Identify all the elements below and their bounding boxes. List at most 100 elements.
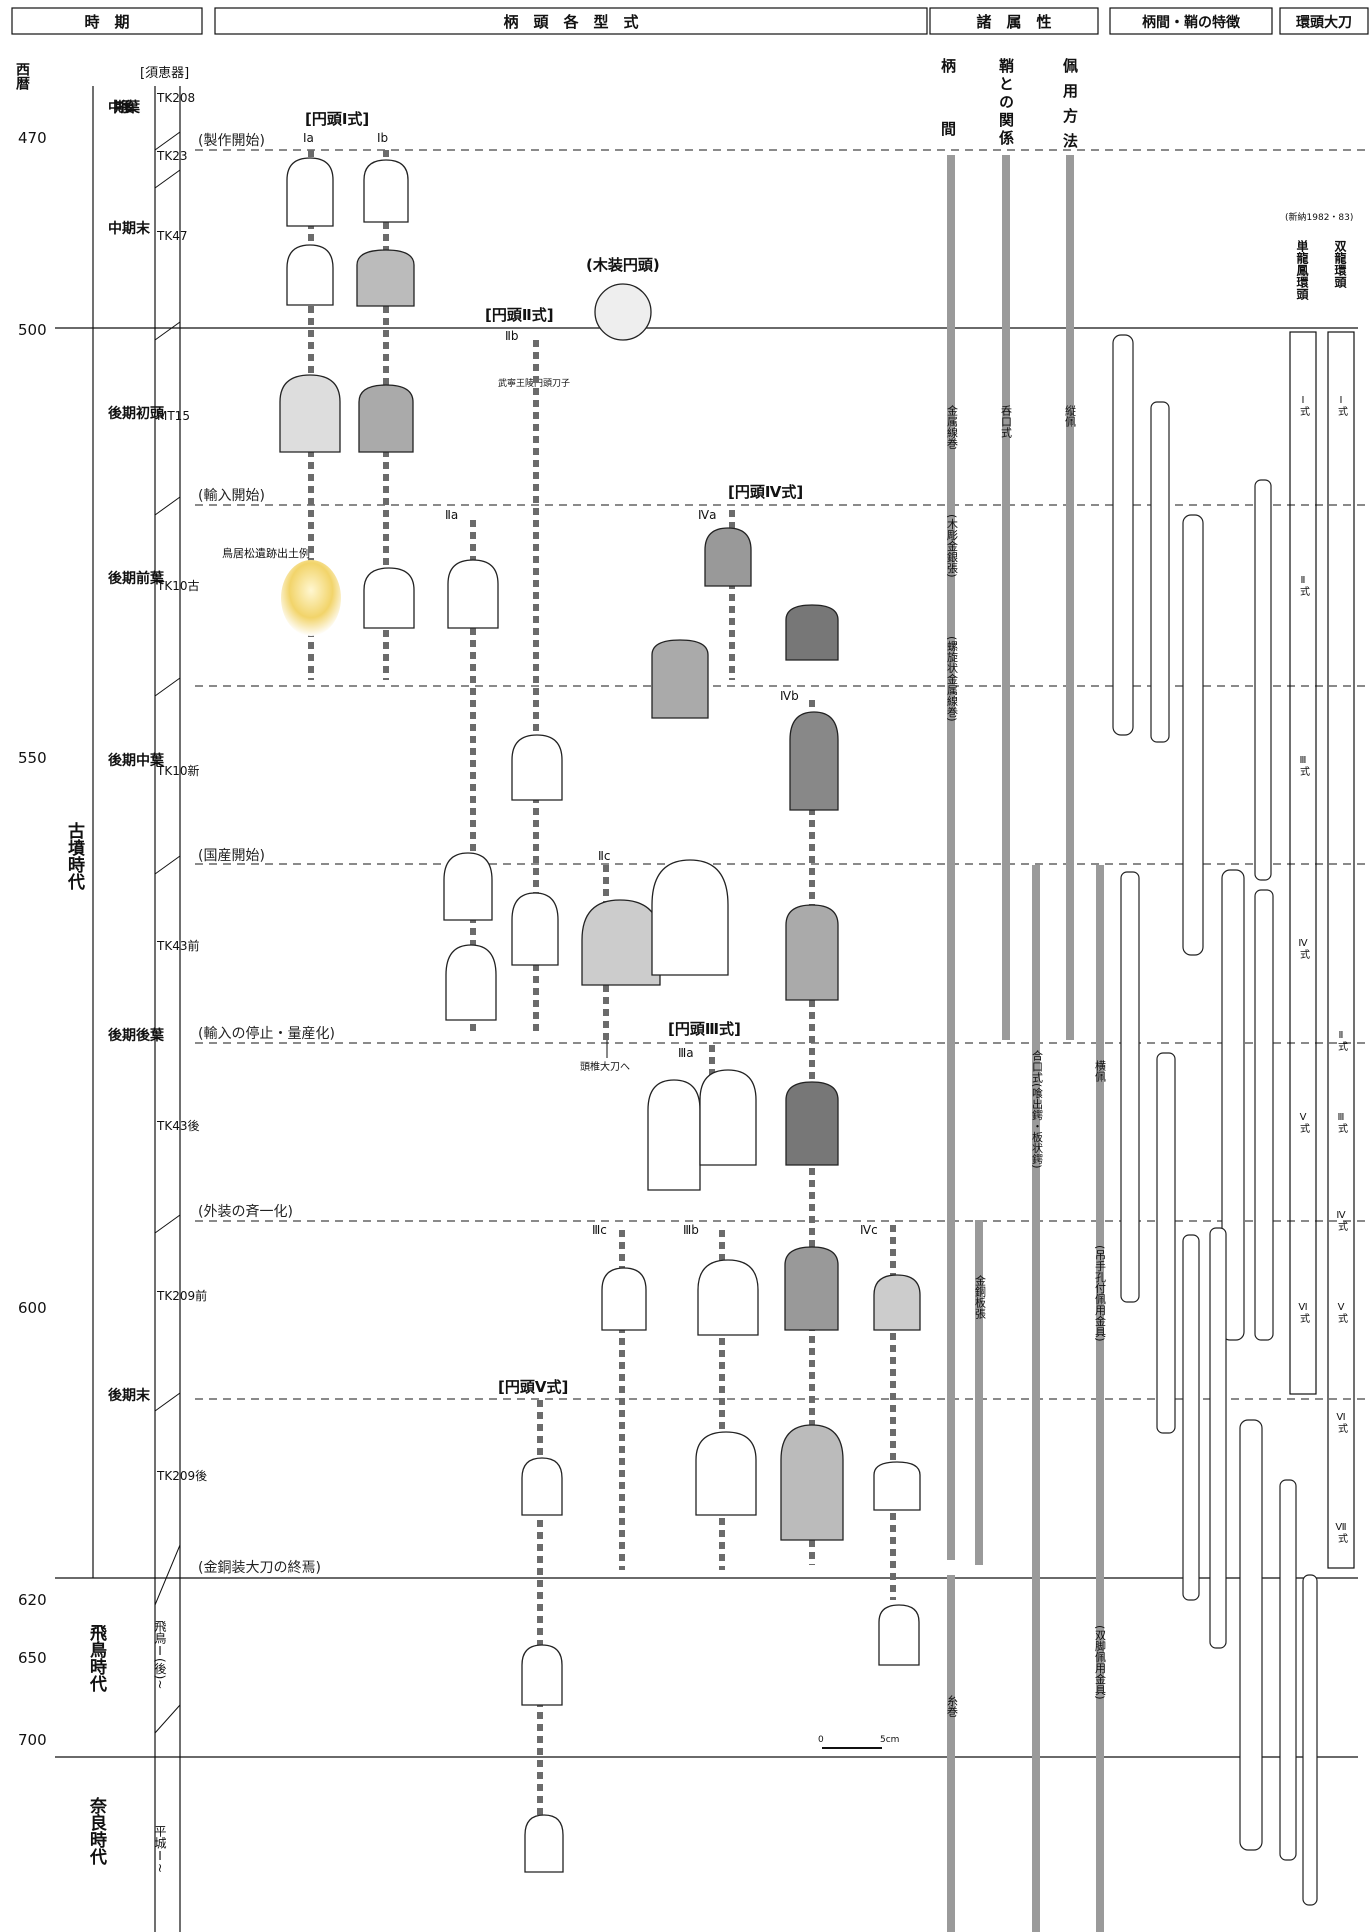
header-grip-features: 柄間・鞘の特徴 (1142, 14, 1241, 31)
note-ii-c-arrow: 頭椎大刀へ (580, 1060, 630, 1073)
era-kofun: 古墳時代 (64, 821, 86, 890)
ring-double-type: Ⅲ式 (1336, 1112, 1348, 1133)
sword-drawing (1280, 1480, 1296, 1860)
scale-zero: 0 (818, 1735, 824, 1745)
pommel-iva-3 (786, 605, 838, 660)
pommel-iiia-2 (700, 1070, 756, 1165)
pottery-phase: TK208 (156, 91, 195, 105)
year-label: 700 (18, 1731, 47, 1749)
events: (製作開始) (輸入開始) (国産開始) (輸入の停止・量産化) (外装の斉一化… (198, 133, 335, 1576)
pommel-iia-2 (444, 853, 492, 920)
ring-single-type: Ⅴ式 (1298, 1112, 1310, 1133)
ring-single-type: Ⅳ式 (1297, 938, 1309, 959)
ring-double-type: Ⅵ式 (1336, 1412, 1348, 1433)
event-label: (国産開始) (198, 848, 265, 864)
sueki-label: [須恵器] (140, 66, 189, 81)
pottery-phase: MT15 (157, 409, 190, 423)
pommel-ivc-2 (874, 1462, 920, 1510)
pottery-phase: 平城Ⅰ~ (153, 1825, 167, 1873)
pottery-phase: TK10新 (156, 763, 199, 778)
pommel-ib-3 (359, 385, 413, 452)
year-label: 470 (18, 129, 47, 147)
sword-drawing (1303, 1575, 1317, 1905)
ring-single-type: Ⅲ式 (1298, 755, 1310, 776)
ring-single-type: Ⅰ式 (1298, 395, 1310, 416)
subtype-label: Ⅰb (377, 131, 388, 145)
subtype-label: Ⅲc (592, 1223, 607, 1237)
pottery-phase: TK209後 (156, 1469, 207, 1483)
era-nara: 奈良時代 (86, 1796, 108, 1865)
scale-bar: 0 5cm (818, 1735, 899, 1748)
sword-drawing (1157, 1053, 1175, 1433)
pommel-ivc-1 (874, 1275, 920, 1330)
subtype-label: Ⅲb (683, 1223, 699, 1237)
pommel-ib-4 (364, 568, 414, 628)
subtype-label: Ⅲa (678, 1046, 694, 1060)
ring-double-types: Ⅰ式 Ⅱ式 Ⅲ式 Ⅳ式 Ⅴ式 Ⅵ式 Ⅶ式 (1335, 395, 1347, 1543)
pommel-iic-2 (652, 860, 728, 975)
year-label: 550 (18, 749, 47, 767)
ring-single-types: Ⅰ式 Ⅱ式 Ⅲ式 Ⅳ式 Ⅴ式 Ⅵ式 (1297, 395, 1309, 1323)
header-attributes: 諸 属 性 (976, 13, 1051, 31)
attr-label: (螺旋状金属線巻) (946, 636, 959, 722)
sub-period: 中期後葉 (108, 99, 141, 116)
type-group-label: [円頭Ⅴ式] (498, 1378, 568, 1396)
era-lines (55, 86, 1358, 1932)
pommel-ivc-3 (879, 1605, 919, 1665)
sub-period: 後期末 (108, 1387, 151, 1404)
ring-single-type: Ⅵ式 (1298, 1302, 1310, 1323)
pommel-iia-1 (448, 560, 498, 628)
pottery-phase: TK47 (156, 229, 187, 243)
pottery-phase: TK43後 (156, 1119, 199, 1133)
pommel-v-3 (525, 1815, 563, 1872)
event-label: (輸入の停止・量産化) (198, 1025, 335, 1042)
pommel-drawings (280, 158, 920, 1872)
year-label: 620 (18, 1591, 47, 1609)
type-group-label: [円頭Ⅱ式] (485, 306, 554, 324)
attr-label: 合口式(喰出鍔・板状鍔) (1031, 1049, 1044, 1169)
header-types: 柄 頭 各 型 式 (503, 13, 638, 31)
ring-double-type: Ⅰ式 (1336, 395, 1348, 416)
attr-label: 横佩 (1094, 1059, 1107, 1083)
subtype-label: Ⅱa (445, 508, 458, 522)
type-group-label: (木装円頭) (586, 256, 660, 274)
ring-col-single: 単龍鳳環頭 (1295, 239, 1309, 301)
ring-double-type: Ⅶ式 (1335, 1522, 1347, 1543)
event-label: (製作開始) (198, 133, 265, 149)
year-label: 500 (18, 321, 47, 339)
sword-drawing (1113, 335, 1133, 735)
sword-drawing (1151, 402, 1169, 742)
sword-drawing (1183, 515, 1203, 955)
pommel-v-1 (522, 1458, 562, 1515)
era-asuka: 飛鳥時代 (86, 1624, 108, 1692)
attr-label: 金属線巻 (946, 404, 959, 449)
ring-double-type: Ⅳ式 (1335, 1210, 1347, 1231)
attribute-labels: 金属線巻 (木彫金銀張) (螺旋状金属線巻) 糸巻 呑口式 合口式(喰出鍔・板状… (946, 404, 1107, 1717)
attr-label: 縦佩 (1064, 405, 1077, 428)
event-label: (外装の斉一化) (198, 1204, 293, 1220)
event-label: (輸入開始) (198, 488, 265, 504)
attr-label: 金銅板張 (974, 1274, 987, 1320)
pommel-iia-3 (446, 945, 496, 1020)
year-label: 600 (18, 1299, 47, 1317)
sword-drawing (1240, 1420, 1262, 1850)
pommel-ia-2 (287, 245, 333, 305)
sword-drawing (1210, 1228, 1226, 1648)
scale-max: 5cm (880, 1735, 899, 1745)
attr-label: 呑口式 (1000, 405, 1013, 438)
type-group-label: [円頭Ⅲ式] (668, 1020, 741, 1038)
pommel-iic-1 (582, 900, 660, 985)
pommel-iib-1 (512, 735, 562, 800)
pommel-iva-2 (652, 640, 708, 718)
pommel-ia-3 (280, 375, 340, 452)
pommel-v-2 (522, 1645, 562, 1705)
attr-label: (吊手孔付佩用金具) (1094, 1245, 1107, 1342)
year-labels: 470 500 550 600 620 650 700 (18, 129, 47, 1749)
pottery-phase: 飛鳥Ⅰ(後)~ (153, 1620, 167, 1689)
sword-drawing (1121, 872, 1139, 1302)
pommel-iiic-1 (602, 1268, 646, 1330)
pommel-torii (281, 560, 341, 636)
attr-label: 糸巻 (946, 1695, 959, 1717)
note-torii: 鳥居松遺跡出土例 (222, 546, 310, 560)
